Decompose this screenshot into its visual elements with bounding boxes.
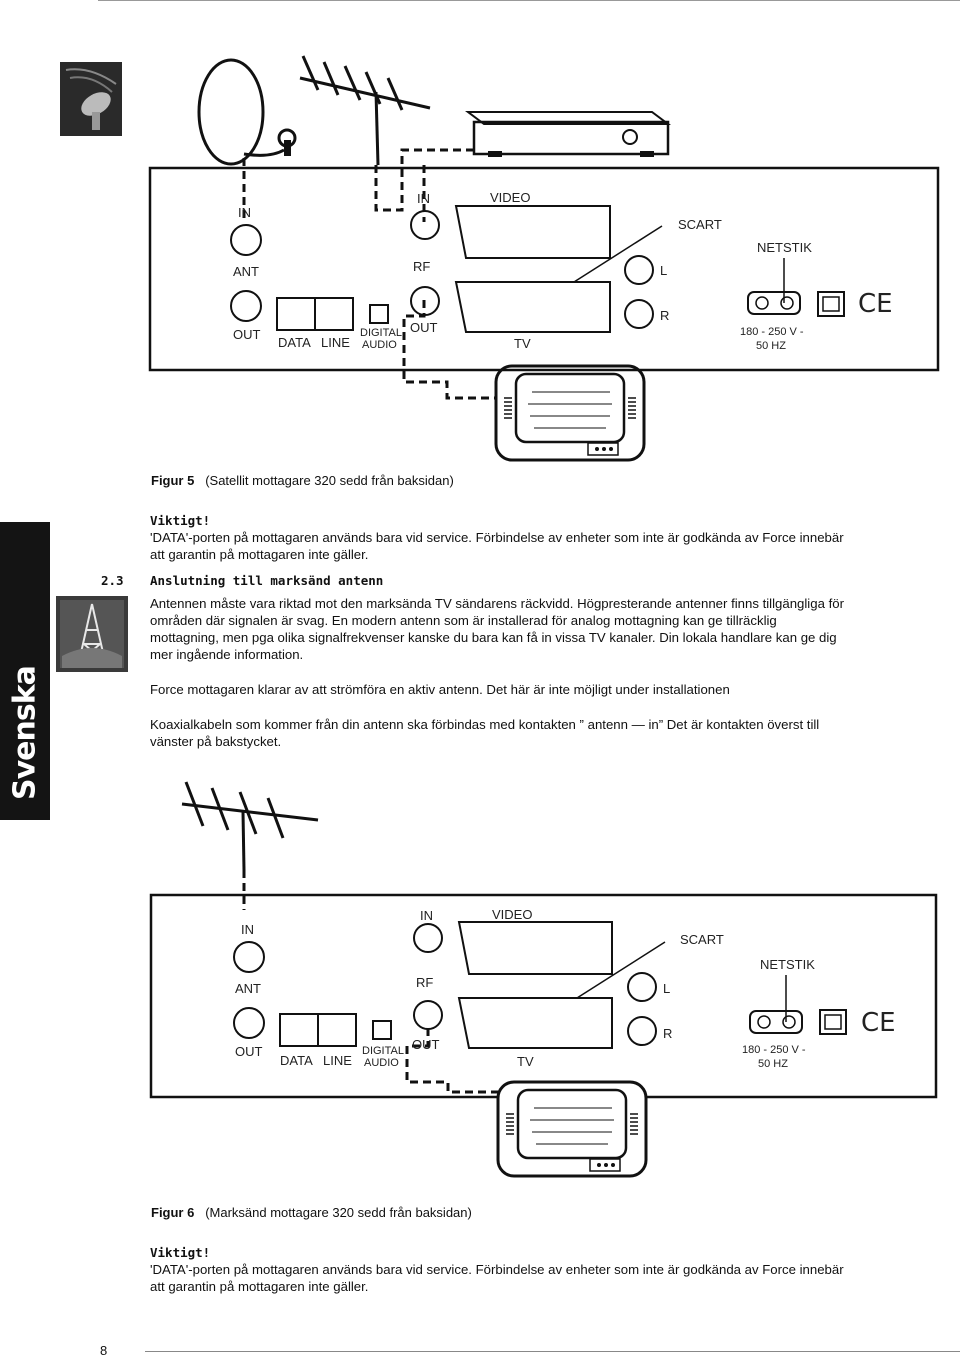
rf-out-connector (410, 286, 440, 316)
label-digital-2: DIGITAL (362, 1045, 404, 1057)
audio-l-connector (624, 255, 654, 285)
label-in: IN (238, 205, 251, 220)
tower-icon (56, 596, 128, 672)
tv-icon (494, 364, 646, 462)
label-scart-2: SCART (680, 932, 724, 947)
data-port (276, 297, 316, 331)
satellite-dish-icon (60, 62, 122, 136)
label-r-2: R (663, 1026, 673, 1041)
section-paragraph-1: Antennen måste vara riktad mot den marks… (150, 596, 844, 662)
warning-2: Viktigt! 'DATA'-porten på mottagaren anv… (150, 1245, 844, 1294)
label-audio-2: AUDIO (364, 1057, 399, 1069)
label-rf: RF (413, 259, 431, 274)
tv-icon-2 (496, 1080, 648, 1178)
figure-6-diagram (149, 781, 938, 1178)
label-tv: TV (514, 336, 531, 351)
label-hz-2: 50 HZ (758, 1058, 788, 1070)
label-video-2: VIDEO (492, 907, 533, 922)
section-paragraph-2: Force mottagaren klarar av att strömföra… (150, 682, 730, 697)
page-number: 8 (100, 1343, 108, 1358)
label-netstik: NETSTIK (757, 240, 812, 255)
back-panel (148, 166, 940, 372)
label-l: L (660, 263, 668, 278)
label-audio: AUDIO (362, 339, 397, 351)
label-rf-out-2: OUT (412, 1037, 440, 1052)
scart-video-port (454, 205, 611, 259)
language-sidebar: Svenska (0, 522, 50, 820)
label-in-2: IN (241, 922, 254, 937)
figure-5-caption: Figur 5 (Satellit mottagare 320 sedd frå… (151, 473, 454, 488)
terrestrial-antenna-2 (181, 781, 319, 871)
label-out-2: OUT (235, 1044, 263, 1059)
connection-cables (242, 148, 496, 400)
rf-in-connector (410, 210, 440, 240)
audio-r-connector (624, 299, 654, 329)
label-scart: SCART (678, 217, 722, 232)
label-ant: ANT (233, 264, 259, 279)
label-digital: DIGITAL (360, 327, 402, 339)
section-number: 2.3 (101, 573, 124, 588)
terrestrial-antenna (299, 55, 431, 166)
top-rule (98, 0, 960, 1)
ant-out-connector (230, 290, 262, 322)
ce-mark-2: CE (861, 1008, 896, 1038)
label-r: R (660, 308, 670, 323)
label-line: LINE (321, 335, 350, 350)
label-voltage: 180 - 250 V - (740, 326, 804, 338)
class-ii-symbol (817, 291, 845, 317)
figure-5-diagram (60, 55, 940, 462)
satellite-dish (197, 58, 297, 166)
label-video: VIDEO (490, 190, 531, 205)
label-ant-2: ANT (235, 981, 261, 996)
bottom-rule (145, 1351, 960, 1352)
label-l-2: L (663, 981, 671, 996)
label-data: DATA (278, 335, 311, 350)
figure-6-caption: Figur 6 (Marksänd mottagare 320 sedd frå… (151, 1205, 472, 1220)
label-data-2: DATA (280, 1053, 313, 1068)
label-rf-in-2: IN (420, 908, 433, 923)
power-socket (747, 291, 801, 315)
ant-in-connector (230, 224, 262, 256)
back-panel-2 (149, 893, 938, 1099)
label-out: OUT (233, 327, 261, 342)
label-line-2: LINE (323, 1053, 352, 1068)
scart-tv-port (454, 281, 611, 333)
label-netstik-2: NETSTIK (760, 957, 815, 972)
label-voltage-2: 180 - 250 V - (742, 1044, 806, 1056)
receiver-device (465, 111, 671, 157)
line-port (314, 297, 354, 331)
section-paragraph-3: Koaxialkabeln som kommer från din antenn… (150, 717, 820, 749)
label-rf-out: OUT (410, 320, 438, 335)
ce-mark: CE (858, 289, 893, 319)
label-hz: 50 HZ (756, 340, 786, 352)
digital-audio-port (369, 304, 389, 324)
section-title: Anslutning till marksänd antenn (150, 573, 384, 588)
label-tv-2: TV (517, 1054, 534, 1069)
warning-1: Viktigt! 'DATA'-porten på mottagaren anv… (150, 513, 844, 562)
label-rf-2: RF (416, 975, 434, 990)
label-rf-in: IN (417, 191, 430, 206)
